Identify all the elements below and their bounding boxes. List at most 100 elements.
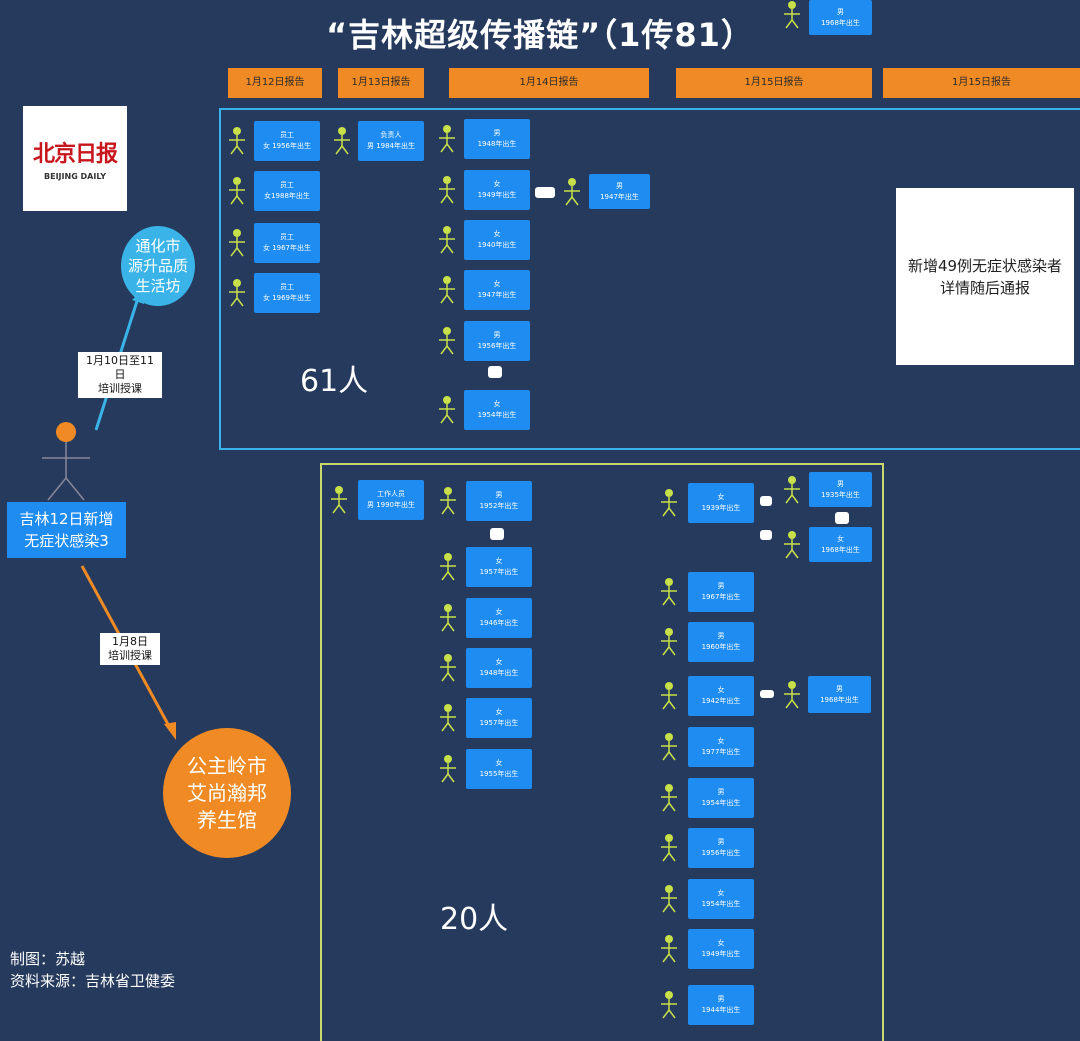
case-node: 员工女1988年出生 xyxy=(254,171,320,211)
case-role: 男 xyxy=(717,838,725,846)
case-role: 男 xyxy=(717,788,725,796)
case-role: 男 xyxy=(837,479,844,488)
edge-gongzhuling-date: 1月8日 xyxy=(112,635,148,648)
case-role: 男 xyxy=(495,491,503,499)
person-icon xyxy=(439,396,455,424)
car-icon xyxy=(760,530,772,540)
case-role: 男 xyxy=(493,129,501,137)
case-role: 女 xyxy=(717,939,725,947)
case-birth: 女1988年出生 xyxy=(264,192,310,200)
case-birth: 1942年出生 xyxy=(701,697,741,705)
person-icon xyxy=(439,276,455,304)
count-tonghua: 61人 xyxy=(300,364,369,399)
case-role: 女 xyxy=(495,708,503,716)
case-node: 工作人员男 1990年出生 xyxy=(358,480,424,520)
note-line1: 新增49例无症状感染者 xyxy=(907,256,1063,275)
date-tab-0114: 1月14日报告 xyxy=(449,68,649,98)
case-node: 女 1957年出生 xyxy=(466,547,532,587)
tonghua-line1: 通化市 xyxy=(135,237,181,255)
person-icon xyxy=(661,834,677,862)
case-birth: 1939年出生 xyxy=(701,504,741,512)
case-birth: 1947年出生 xyxy=(600,192,639,201)
origin-line1: 吉林12日新增 xyxy=(19,510,114,528)
case-birth: 1968年出生 xyxy=(821,18,860,27)
logo-en: BEIJING DAILY xyxy=(44,172,106,181)
edge-tonghua-date: 1月10日至11日 xyxy=(86,354,154,381)
case-role: 女 xyxy=(717,493,725,501)
case-role: 员工 xyxy=(280,181,294,189)
case-role: 工作人员 xyxy=(377,490,405,498)
person-icon xyxy=(229,279,245,307)
car-icon xyxy=(488,366,502,378)
pending-note: 新增49例无症状感染者 详情随后通报 xyxy=(896,188,1074,365)
case-role: 男 xyxy=(836,684,843,693)
person-icon xyxy=(440,704,456,732)
place-gongzhuling: 公主岭市 艾尚瀚邦 养生馆 xyxy=(163,728,291,858)
person-icon xyxy=(661,784,677,812)
case-birth: 1968年出生 xyxy=(821,545,860,554)
case-role: 员工 xyxy=(280,283,294,291)
car-icon xyxy=(760,496,772,506)
case-node: 男 1960年出生 xyxy=(688,622,754,662)
date-tab-0115a: 1月15日报告 xyxy=(676,68,872,98)
case-role: 女 xyxy=(493,180,501,188)
case-role: 女 xyxy=(495,658,503,666)
case-role: 女 xyxy=(495,608,503,616)
case-birth: 1947年出生 xyxy=(477,291,517,299)
person-icon xyxy=(229,127,245,155)
case-node: 员工女 1967年出生 xyxy=(254,223,320,263)
case-role: 女 xyxy=(495,557,503,565)
person-icon xyxy=(661,489,677,517)
case-role: 男 xyxy=(616,181,623,190)
person-icon xyxy=(661,578,677,606)
case-birth: 1944年出生 xyxy=(701,1006,741,1014)
case-node: 员工女 1956年出生 xyxy=(254,121,320,161)
person-icon xyxy=(784,681,800,709)
case-birth: 1957年出生 xyxy=(479,568,519,576)
person-icon xyxy=(784,530,800,558)
tonghua-line2: 源升品质 xyxy=(127,257,188,275)
gongzhuling-line1: 公主岭市 xyxy=(187,753,267,778)
case-birth: 1960年出生 xyxy=(701,643,741,651)
case-role: 员工 xyxy=(280,131,294,139)
case-node: 女 1947年出生 xyxy=(464,270,530,310)
group-tonghua-frame xyxy=(219,108,1080,450)
case-node: 女 1942年出生 xyxy=(688,676,754,716)
case-birth: 1957年出生 xyxy=(479,719,519,727)
case-birth: 1956年出生 xyxy=(701,849,741,857)
date-tab-0112: 1月12日报告 xyxy=(228,68,322,98)
arrowhead-gongzhuling xyxy=(164,722,176,740)
case-birth: 男 1984年出生 xyxy=(366,142,416,150)
case-node: 女 1940年出生 xyxy=(464,220,530,260)
case-role: 女 xyxy=(493,280,501,288)
case-role: 员工 xyxy=(280,233,294,241)
case-role: 男 xyxy=(717,632,725,640)
person-icon xyxy=(439,327,455,355)
case-node: 负责人男 1984年出生 xyxy=(358,121,424,161)
case-birth: 1952年出生 xyxy=(479,502,519,510)
case-birth: 1940年出生 xyxy=(477,241,517,249)
case-node: 女 1939年出生 xyxy=(688,483,754,523)
person-icon xyxy=(439,226,455,254)
date-tab-0113: 1月13日报告 xyxy=(338,68,424,98)
case-node: 男 1952年出生 xyxy=(466,481,532,521)
chart-title: “吉林超级传播链”（1传81） xyxy=(326,16,754,54)
case-node: 员工女 1969年出生 xyxy=(254,273,320,313)
car-icon xyxy=(760,690,774,698)
person-icon xyxy=(229,229,245,257)
car-icon xyxy=(535,187,555,198)
case-role: 女 xyxy=(493,230,501,238)
person-icon xyxy=(440,654,456,682)
person-icon xyxy=(661,733,677,761)
case-role: 女 xyxy=(717,686,725,694)
